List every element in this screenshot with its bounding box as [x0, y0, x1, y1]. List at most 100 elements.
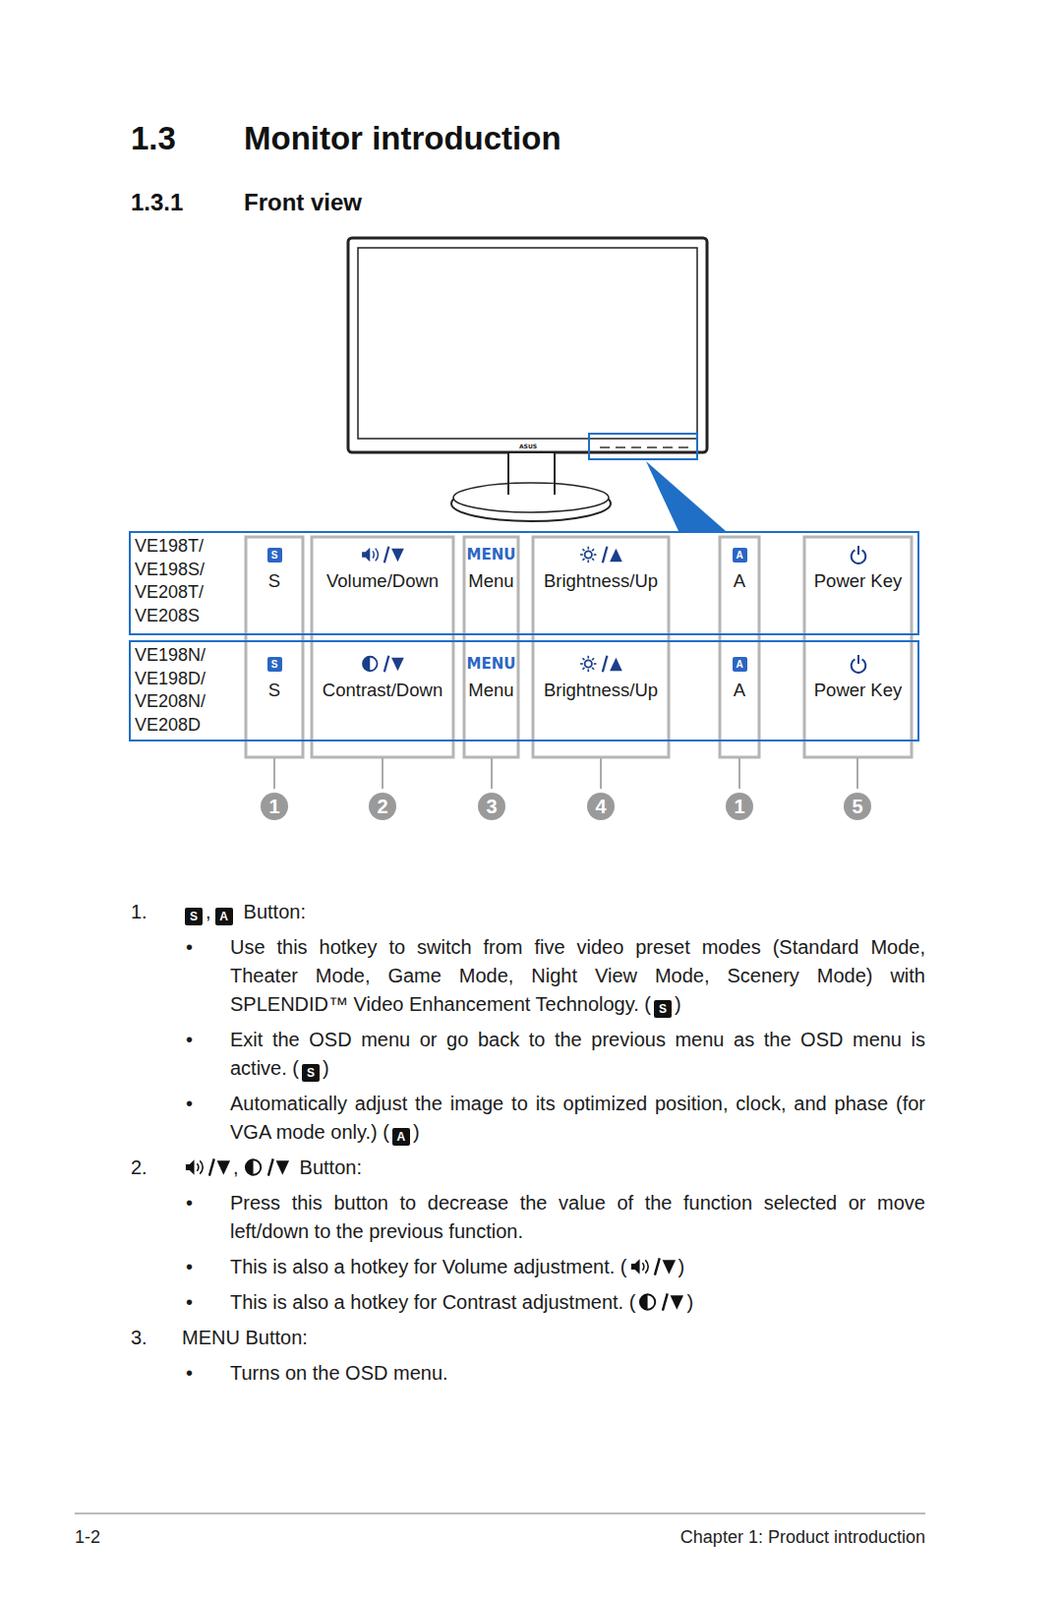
brand-logo: ASUS: [519, 442, 537, 450]
item-number: 2.: [130, 1153, 148, 1182]
chapter-footer: Chapter 1: Product introduction: [680, 1527, 926, 1548]
monitor-bezel: [348, 237, 708, 453]
button-cell: Volume/Down: [311, 532, 454, 632]
model-row: VE198N/ VE198D/ VE208N/ VE208D SS Contrast…: [128, 640, 920, 742]
neck-edge: [553, 452, 556, 495]
button-cell: SS: [245, 532, 303, 632]
button-icon: [311, 540, 454, 569]
monitor: [348, 237, 726, 531]
body-text: Button:: [299, 1156, 362, 1179]
footer-rule: [74, 1512, 926, 1515]
bullet: •: [185, 1188, 193, 1218]
neck-edge: [507, 452, 510, 495]
bullet-item: •This is also a hotkey for Volume adjust…: [130, 1252, 926, 1282]
numbered-item: 1.S,AButton:: [130, 897, 926, 927]
bullet: •: [185, 933, 193, 962]
button-icon: [532, 649, 669, 678]
button-icon: [532, 540, 669, 569]
button-label: Brightness/Up: [532, 569, 669, 593]
body-text: Exit the OSD menu or go back to the prev…: [230, 1028, 926, 1079]
monitor-base-top: [453, 482, 609, 513]
callout-number: 5: [851, 795, 863, 819]
callout-number: 4: [594, 795, 606, 819]
model-row: VE198T/ VE198S/ VE208T/ VE208SSSVolume/D…: [128, 531, 920, 636]
menu-icon: MENU: [467, 545, 517, 564]
button-icon: MENU: [464, 649, 519, 678]
button-cell: Power Key: [804, 532, 912, 632]
bullet: •: [185, 1025, 193, 1055]
monitor-screen: [357, 247, 698, 439]
button-icon: [804, 540, 912, 569]
mode-icon: S: [267, 656, 283, 672]
body-text: ): [413, 1121, 420, 1143]
body-text: 1.S,AButton:•Use this hotkey to switch f…: [130, 890, 926, 1388]
monitor-buttons: [599, 446, 689, 449]
body-text: ,: [233, 1156, 239, 1179]
callout-number: 2: [376, 795, 388, 819]
page-title: Monitor introduction: [243, 119, 562, 158]
callout-number: 1: [268, 795, 280, 819]
numbered-item: 3.MENU Button:: [130, 1323, 926, 1353]
neck-cover: [508, 483, 555, 496]
button-highlight: [589, 433, 698, 460]
section-number: 1.3: [130, 119, 177, 158]
callout-number: 1: [733, 795, 745, 819]
sun-icon: [578, 653, 624, 674]
bullet: •: [185, 1358, 193, 1388]
key-icon: S: [184, 907, 203, 926]
button-cell: Contrast/Down: [311, 642, 454, 738]
section-number: 1.3.1: [130, 188, 183, 217]
callout-number: 3: [485, 795, 497, 819]
button-label: Power Key: [804, 678, 912, 703]
section-heading: Front view: [243, 188, 362, 217]
key-icon: S: [653, 1000, 672, 1018]
bullet-item: • Use this hotkey to switch from five vid…: [130, 933, 926, 1019]
button-cell: Brightness/Up: [532, 642, 669, 738]
button-cell: MENU Menu: [464, 642, 519, 738]
model-list: VE198N/ VE198D/ VE208N/ VE208D: [134, 644, 226, 737]
body-text: ): [686, 1291, 694, 1313]
con-icon: [637, 1291, 685, 1313]
button-label: S: [245, 678, 303, 703]
menu-icon: MENU: [467, 654, 517, 673]
pow-icon: [838, 544, 879, 565]
con-icon: [242, 1156, 291, 1179]
bullet-item: • Turns on the OSD menu.: [130, 1358, 926, 1388]
page-number: 1-2: [74, 1527, 101, 1548]
button-icon: S: [245, 649, 303, 678]
monitor-neck: [508, 452, 555, 496]
item-number: 3.: [130, 1323, 148, 1353]
model-list: VE198T/ VE198S/ VE208T/ VE208S: [134, 534, 226, 628]
button-label: S: [245, 569, 303, 593]
vol-icon: [183, 1156, 232, 1179]
mode-icon: S: [267, 547, 283, 563]
body-text: Turns on the OSD menu.: [230, 1361, 449, 1384]
button-cell: Brightness/Up: [532, 532, 669, 632]
body-text: Use this hotkey to switch from five vide…: [230, 936, 926, 1015]
bullet: •: [185, 1288, 193, 1317]
button-icon: A: [719, 540, 760, 569]
callout-circles: [260, 792, 872, 821]
mode-icon: A: [732, 656, 748, 672]
body-text: ): [322, 1057, 330, 1079]
body-text: ,: [205, 900, 212, 923]
body-text: Automatically adjust the image to its op…: [230, 1092, 926, 1143]
button-cell: AA: [719, 642, 760, 738]
bullet: •: [185, 1252, 193, 1282]
bullet-item: • Press this button to decrease the value…: [130, 1188, 926, 1246]
item-number: 1.: [130, 897, 148, 927]
button-cell: Power Key: [804, 642, 912, 738]
bullet: •: [185, 1089, 193, 1119]
button-label: Volume/Down: [311, 569, 454, 593]
bullet-item: • Automatically adjust the image to its o…: [130, 1089, 926, 1147]
button-icon: [311, 649, 454, 678]
body-text: Press this button to decrease the value …: [230, 1191, 926, 1242]
vol-icon: [629, 1255, 677, 1278]
column-outlines: [245, 536, 912, 758]
bullet-item: •This is also a hotkey for Contrast adju…: [130, 1288, 926, 1317]
leader-lines: [274, 758, 858, 789]
button-cell: AA: [719, 532, 760, 632]
button-label: Menu: [464, 678, 519, 703]
